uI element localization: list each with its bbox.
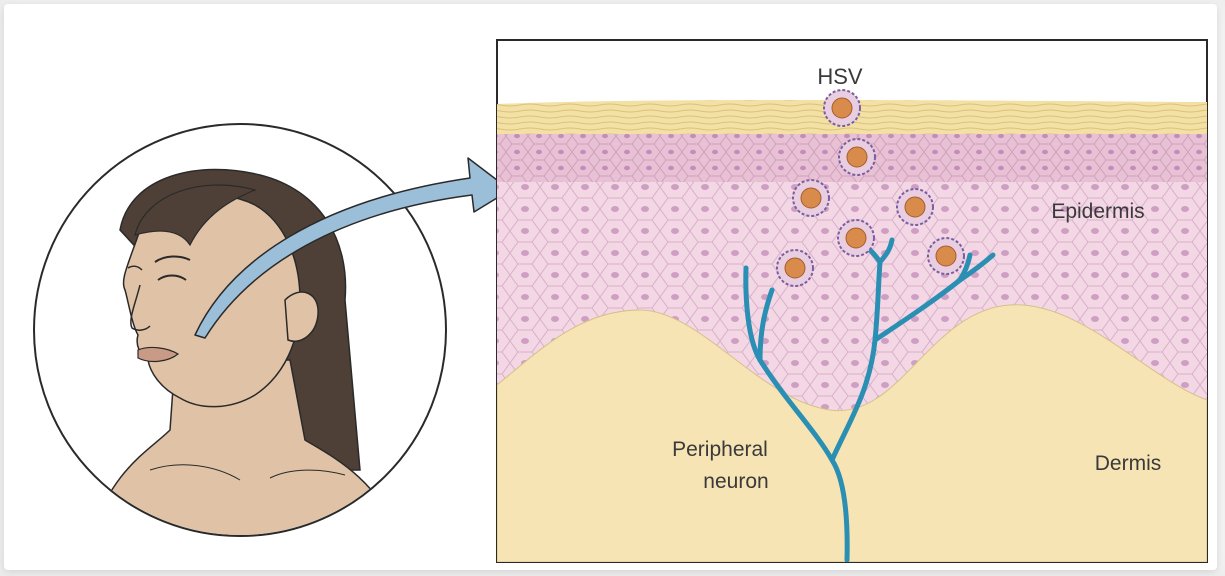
virion	[839, 139, 875, 175]
virion	[897, 189, 933, 225]
virion	[777, 250, 813, 286]
label-hsv: HSV	[817, 64, 863, 89]
label-neuron: neuron	[703, 470, 768, 493]
virion	[793, 180, 829, 216]
skin-section-panel: HSV Epidermis Dermis Peripheral neuron	[497, 40, 1207, 562]
virion	[824, 90, 860, 126]
virion	[928, 238, 964, 274]
virion	[838, 220, 874, 256]
portrait-circle	[34, 124, 446, 540]
label-epidermis: Epidermis	[1051, 200, 1144, 223]
label-peripheral: Peripheral	[672, 438, 768, 461]
label-dermis: Dermis	[1095, 452, 1162, 475]
